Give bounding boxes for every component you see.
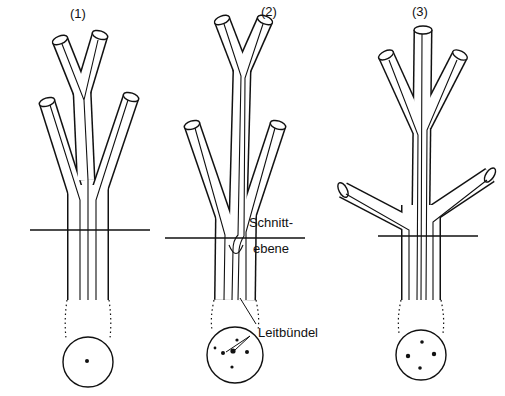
stem-figure-3 xyxy=(336,26,498,380)
cut-plane-label: Schnitt- ebene xyxy=(242,210,300,262)
stem-figure-1 xyxy=(38,29,140,387)
leader-line xyxy=(226,298,256,352)
figure-number: (1) xyxy=(70,6,86,21)
bundle-label: Leitbündel xyxy=(258,325,318,340)
cut-plane xyxy=(30,230,478,238)
figure-number: (2) xyxy=(261,4,277,19)
figure-number: (3) xyxy=(412,4,428,19)
